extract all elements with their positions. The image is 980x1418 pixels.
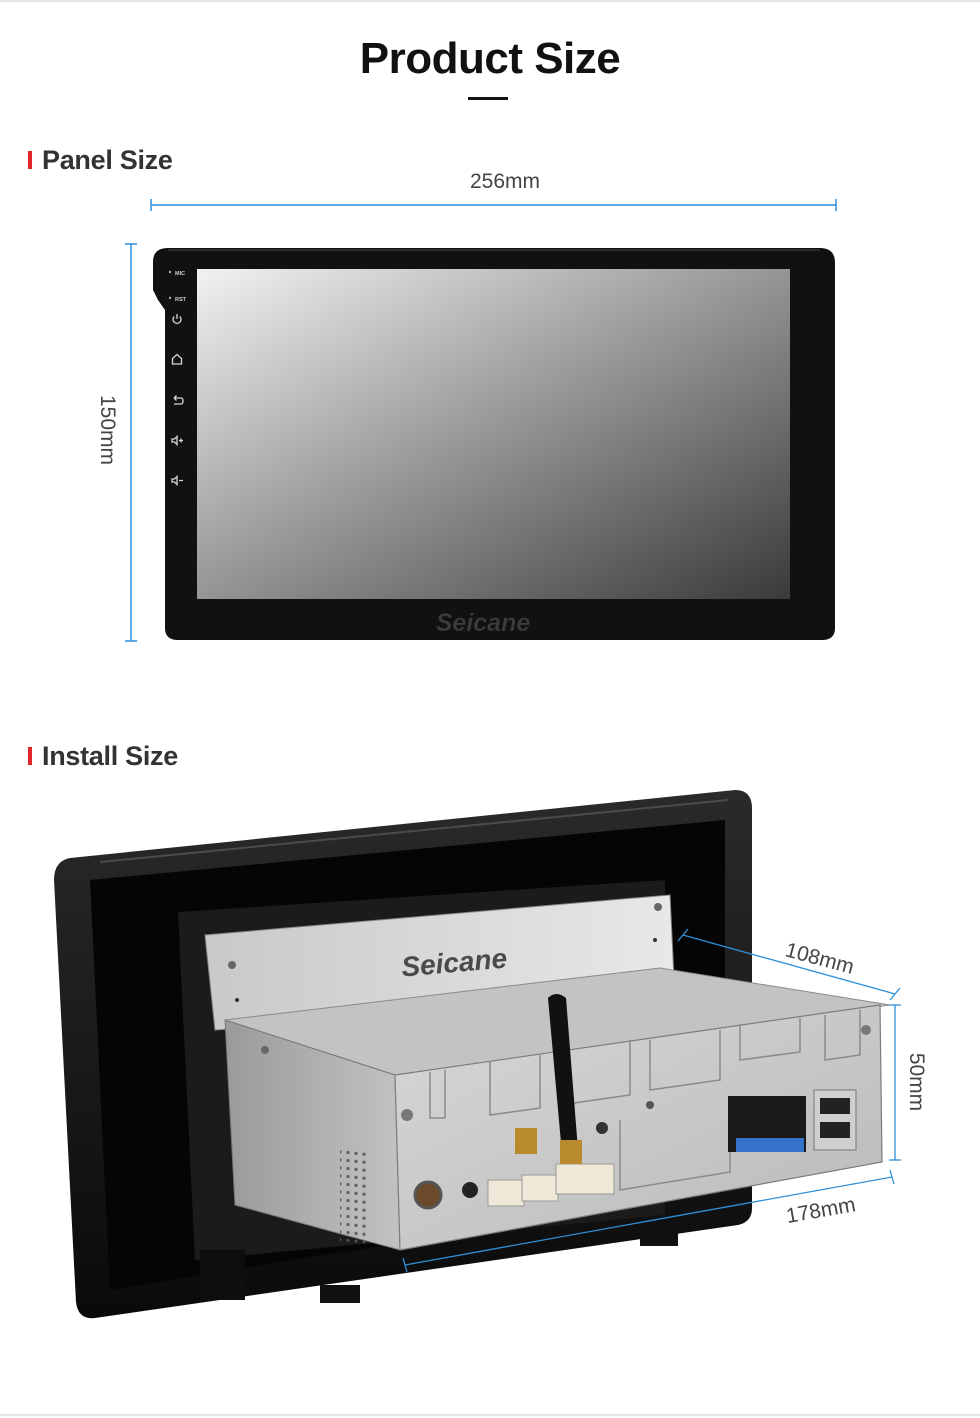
depth-dimension-line [682, 934, 896, 995]
top-divider [0, 0, 980, 2]
panel-illustration: MIC RST Seicane [125, 199, 837, 642]
power-jack [413, 1180, 443, 1210]
panel-size-heading: Panel Size [28, 143, 173, 177]
title-underline [468, 97, 508, 100]
volume-up-icon [171, 434, 183, 447]
panel-height-dimension-line [125, 243, 137, 642]
home-icon [171, 353, 183, 365]
section-marker [28, 151, 32, 169]
panel-brand-logo: Seicane [436, 609, 531, 637]
page-title: Product Size [359, 34, 621, 83]
install-size-heading: Install Size [28, 739, 178, 773]
mic-label: MIC [175, 271, 185, 277]
panel-width-label: 256mm [469, 170, 541, 193]
panel-size-title: Panel Size [42, 144, 173, 175]
panel-screen [197, 269, 790, 599]
install-illustration: Seicane [54, 790, 928, 1319]
section-marker [28, 747, 32, 765]
power-icon [172, 314, 182, 324]
panel-width-dimension-line [150, 199, 837, 211]
volume-down-icon [171, 474, 183, 487]
rst-label: RST [175, 297, 187, 303]
install-dimension-lines [402, 928, 901, 1273]
back-icon [173, 395, 184, 405]
bottom-divider [0, 1414, 980, 1416]
side-button-column [168, 270, 184, 487]
width-dimension-line [404, 1176, 893, 1266]
gps-antenna [515, 994, 582, 1164]
install-height-label: 50mm [905, 1053, 928, 1111]
install-size-title: Install Size [42, 740, 178, 771]
install-width-label: 178mm [784, 1193, 857, 1228]
rear-connectors [487, 1163, 615, 1207]
